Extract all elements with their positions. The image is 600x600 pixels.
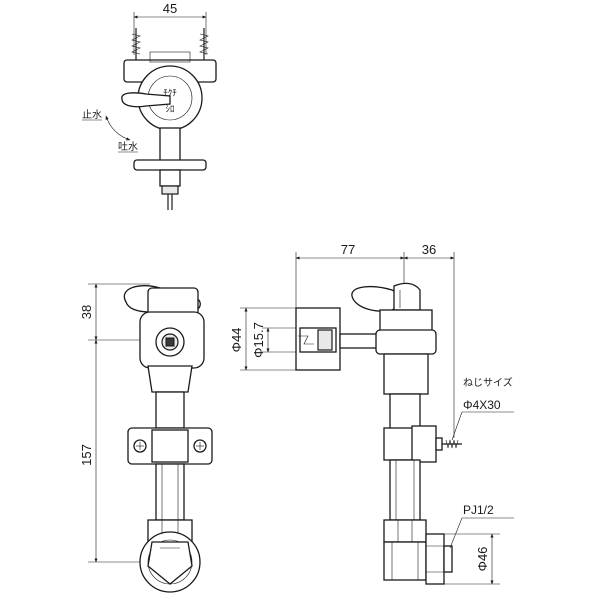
svg-text:ｼﾛ: ｼﾛ — [165, 104, 174, 114]
wall-flange-side — [425, 533, 445, 585]
mounting-bracket-side — [411, 425, 437, 463]
front-height-dimension: 157 — [79, 444, 94, 466]
lever-handle-top — [121, 92, 171, 108]
inner-diameter-dimension: Φ15.7 — [251, 322, 266, 358]
svg-text:ﾁｸﾁ: ﾁｸﾁ — [163, 88, 177, 98]
rotation-arrow — [105, 115, 131, 141]
pipe-thread-label: PJ1/2 — [463, 503, 494, 517]
supply-pipe-front — [155, 463, 185, 521]
spout-water-label: 吐水 — [118, 141, 138, 153]
screw-size-value: Φ4X30 — [463, 398, 501, 412]
front-view: 38 157 — [79, 283, 213, 593]
mounting-screw-left — [131, 28, 141, 60]
wall-flange-top — [133, 159, 207, 171]
top-view: 45 ﾁｸﾁ ｼﾛ 止水 吐水 — [82, 1, 217, 210]
screw-size-label: ねじサイズ — [463, 376, 513, 389]
side-view: 77 36 Φ44 Φ15.7 ねじサイズ Φ — [229, 242, 514, 585]
outer-diameter-dimension: Φ44 — [229, 328, 244, 353]
supply-pipe-side — [389, 393, 421, 431]
front-top-dimension: 38 — [79, 305, 94, 319]
stop-water-label: 止水 — [82, 109, 102, 121]
flange-diameter-dimension: Φ46 — [475, 547, 490, 572]
side-reach-dimension: 77 — [341, 242, 355, 257]
side-offset-dimension: 36 — [422, 242, 436, 257]
hex-nut-side — [383, 519, 427, 543]
top-width-dimension: 45 — [163, 1, 177, 16]
mounting-screw-right — [199, 28, 209, 60]
